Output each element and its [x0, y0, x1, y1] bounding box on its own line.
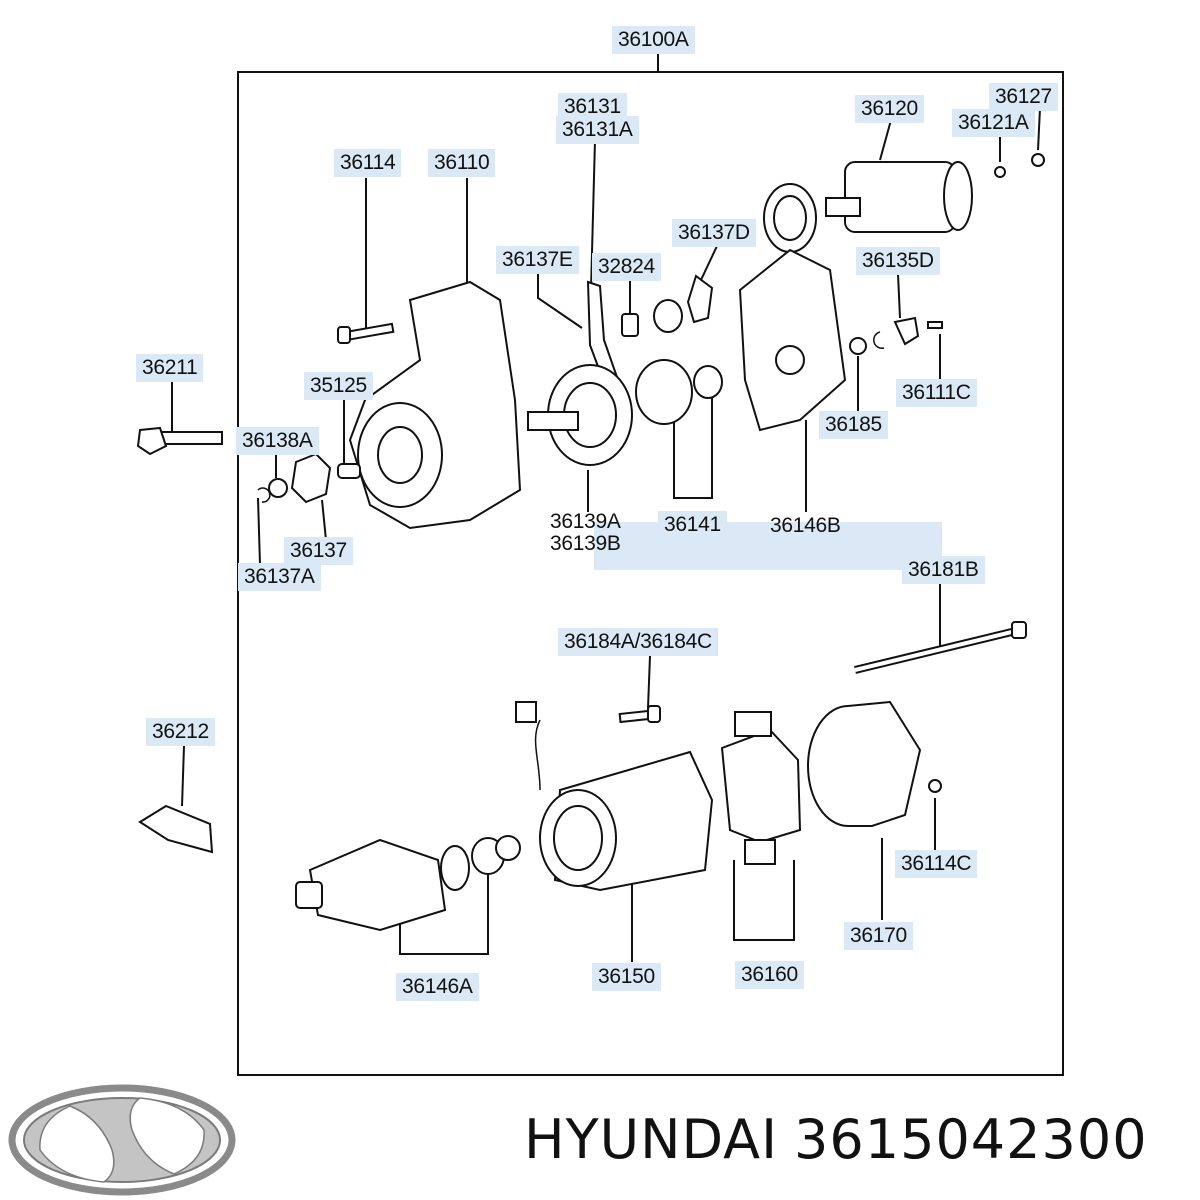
brand-name: HYUNDAI	[524, 1108, 779, 1171]
callout-36138A: 36138A	[236, 427, 319, 455]
part-pinion	[257, 452, 361, 504]
callout-36211: 36211	[136, 354, 204, 382]
part-bolt-36211	[136, 426, 223, 456]
callout-36137E: 36137E	[496, 246, 579, 274]
part-solenoid	[825, 153, 1045, 233]
part-gear-housing	[738, 248, 943, 432]
callout-36114: 36114	[334, 149, 402, 177]
callout-32824: 32824	[592, 253, 661, 281]
callout-36131A: 36131A	[556, 116, 639, 144]
part-number: 3615042300	[794, 1108, 1148, 1171]
part-screw-36184	[618, 705, 661, 724]
part-gasket	[763, 183, 817, 253]
callout-36146B: 36146B	[770, 514, 841, 537]
callout-36110: 36110	[428, 149, 496, 177]
part-rear-cover	[807, 700, 942, 827]
part-bolt-36114	[337, 322, 395, 344]
callout-35125: 35125	[304, 372, 373, 400]
callout-36139A: 36139A	[550, 510, 621, 533]
callout-36185: 36185	[819, 411, 888, 439]
hyundai-logo-icon	[8, 1084, 236, 1196]
callout-36100A: 36100A	[612, 26, 695, 54]
part-bracket-36212	[138, 804, 214, 854]
part-yoke	[515, 701, 714, 892]
callout-36212: 36212	[146, 718, 215, 746]
callout-36111C: 36111C	[896, 379, 977, 407]
callout-36137D: 36137D	[672, 219, 756, 247]
callout-36160: 36160	[735, 961, 804, 989]
callout-36135D: 36135D	[856, 247, 940, 275]
callout-36127: 36127	[989, 83, 1058, 111]
callout-36181B: 36181B	[902, 556, 985, 584]
part-front-housing	[348, 280, 522, 530]
callout-36137: 36137	[284, 537, 353, 565]
callout-36139: 36139A 36139B	[544, 510, 627, 556]
callout-36184: 36184A/36184C	[558, 628, 718, 656]
part-lever	[586, 274, 714, 406]
callout-36139B: 36139B	[550, 532, 621, 555]
callout-36170: 36170	[844, 922, 913, 950]
part-through-bolt	[854, 621, 1027, 674]
callout-36137A: 36137A	[238, 563, 321, 591]
part-clutch	[527, 359, 723, 466]
callout-36121A: 36121A	[952, 109, 1035, 137]
callout-36114C: 36114C	[895, 850, 978, 878]
callout-36146A: 36146A	[396, 973, 479, 1001]
callout-36120: 36120	[855, 95, 924, 123]
callout-36150: 36150	[592, 963, 661, 991]
callout-36141: 36141	[658, 511, 727, 539]
highlight-band	[594, 522, 942, 570]
part-brush-holder	[720, 711, 802, 865]
part-armature	[295, 835, 521, 932]
